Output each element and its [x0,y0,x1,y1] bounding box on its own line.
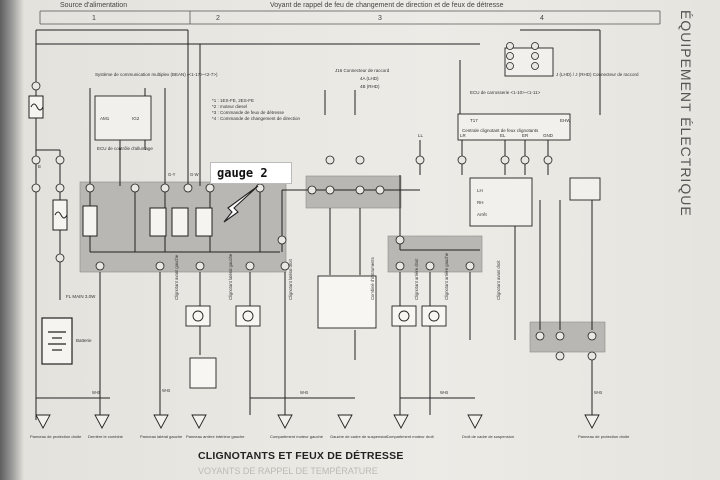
ecu-boxes [94,47,601,227]
note-line: *4 : Commande de changement de direction [212,116,301,121]
wire-color-labels: W-B W-B W-B W-B W-B B G-Y G-W [38,164,602,395]
lamp-label: Clignotant avant droit [496,260,501,300]
ign-terminal-label: AM1 [100,116,110,121]
annotation-arrow [223,185,259,223]
column-number: 1 [92,15,96,22]
ground-label: Derrière le combiné [88,434,124,439]
lamp-label: Clignotant latéral droit [288,258,293,300]
ground-label: Panneau arrière intérieur gauche [186,434,245,439]
ignition-ecu-label: ECU de contrôle d'allumage [97,146,153,151]
ign-terminal-label: IG2 [132,116,140,121]
wire-color: G-W [190,172,199,177]
ground-symbols [35,414,600,429]
flasher-pin: LL [418,133,424,138]
ground-label: Gauche de cadre de suspension [330,434,388,439]
bleed-through-text: VOYANTS DE RAPPEL DE TEMPÉRATURE [198,466,378,476]
connector-pins [31,42,597,361]
wire-color: W-B [92,390,100,395]
column-header-frame [39,10,661,25]
lamp-label: Clignotant arrière gauche [444,252,449,300]
ground-label: Compartiment moteur droit [386,434,434,439]
flasher-pin: EHW [560,118,571,123]
lamp-label: Clignotant avant gauche [174,254,179,300]
connector-label: 4B (RHD) [360,84,380,89]
flasher-pin: GND [543,133,554,138]
ground-label: Compartiment moteur gauche [270,434,324,439]
note-line: *2 : moteur diesel [212,104,247,109]
wires [35,29,601,420]
flasher-pin: LR [460,133,467,138]
column-number: 2 [216,15,220,22]
lamp-labels: Clignotant avant gauche Clignotant latér… [174,252,501,300]
wire-color: B [38,164,41,169]
power-source-label: Source d'alimentation [60,2,128,9]
note-line: *3 : Commande de feux de détresse [212,110,285,115]
page-title: CLIGNOTANTS ET FEUX DE DÉTRESSE [198,450,404,462]
wire-color: W-B [162,388,170,393]
column-number: 3 [378,15,382,22]
component-labels: Système de communication multiplex (BEAN… [66,68,639,343]
ground-label: Panneau de protection droite [578,434,630,439]
wire-color: G-Y [168,172,176,177]
flasher-pin: ER [522,133,529,138]
connector-j-label: J (LHD) / J (RHD) Connecteur de raccord [556,72,639,77]
switch-pin: Arrêt [477,212,488,217]
lamp-label: Clignotant latéral gauche [228,253,233,300]
lamp-label: Combiné d'instruments [370,257,375,300]
circuit-title: Voyant de rappel de feu de changement de… [270,2,504,9]
body-ecu-label: ECU de carrosserie <1-10>-<1-11> [470,90,541,95]
ground-label: Panneau de protection droite [30,434,82,439]
switch-pin: RH [477,200,484,205]
lamp-symbols [185,275,447,389]
side-section-label: ÉQUIPEMENT ÉLECTRIQUE [678,10,694,217]
note-line: *1 : 1ES-FE, 2ES-FE [212,98,254,103]
battery-symbol [41,317,73,365]
column-number: 4 [540,15,544,22]
flasher-code: T17 [470,118,478,123]
fuse-main-label: FL MAIN 3.0W [66,294,96,299]
lamp-label: Clignotant arrière droit [414,258,419,300]
flasher-label: Centrale clignotant de feux clignotants [462,128,539,133]
connector-label: 4A (LHD) [360,76,379,81]
wire-color: W-B [300,390,308,395]
ground-label: Panneau latéral gauche [140,434,183,439]
gauge-annotation: gauge 2 [210,162,292,184]
comm-system-label: Système de communication multiplex (BEAN… [95,72,218,77]
connector-label: J16 Connecteur de raccord [335,68,390,73]
wire-color: W-B [594,390,602,395]
switch-pin: LH [477,188,483,193]
battery-label: Batterie [76,338,92,343]
flasher-pin-labels: LL LR EL ER GND EHW [418,118,571,138]
fuse-symbols [28,95,213,237]
wire-color: W-B [440,390,448,395]
ground-labels: Panneau de protection droite Derrière le… [30,434,630,439]
flasher-pin: EL [500,133,506,138]
ground-label: Droit de cadre de suspension [462,434,514,439]
column-numbers: 1 2 3 4 [92,15,544,22]
